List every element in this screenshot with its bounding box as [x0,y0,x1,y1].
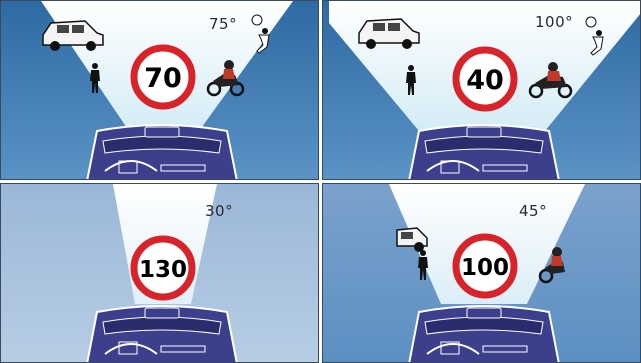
viewing-angle-label: 100° [535,13,573,31]
car-dashboard [409,125,559,180]
scene: 130 [1,184,319,363]
scene: 70 [1,1,319,180]
panel-30-degrees: 130 30° [0,183,319,363]
speed-limit-sign: 130 [134,239,192,297]
speed-limit-sign: 100 [456,237,514,295]
speed-limit-value: 100 [461,255,509,281]
car-dashboard [87,125,237,180]
car-dashboard [409,306,559,363]
panel-45-degrees: 100 45° [322,183,641,363]
scene: 100 [323,184,641,363]
viewing-angle-label: 30° [205,202,233,220]
speed-limit-sign: 40 [456,50,514,108]
speed-limit-sign: 70 [134,48,192,106]
panel-75-degrees: 70 75° [0,0,319,180]
viewing-angle-label: 75° [209,15,237,33]
speed-limit-value: 40 [466,65,504,96]
speed-limit-value: 70 [144,63,182,94]
viewing-angle-label: 45° [519,202,547,220]
panel-100-degrees: 40 100° [322,0,641,180]
car-dashboard [87,306,237,363]
speed-limit-value: 130 [139,257,187,283]
scene: 40 [323,1,641,180]
